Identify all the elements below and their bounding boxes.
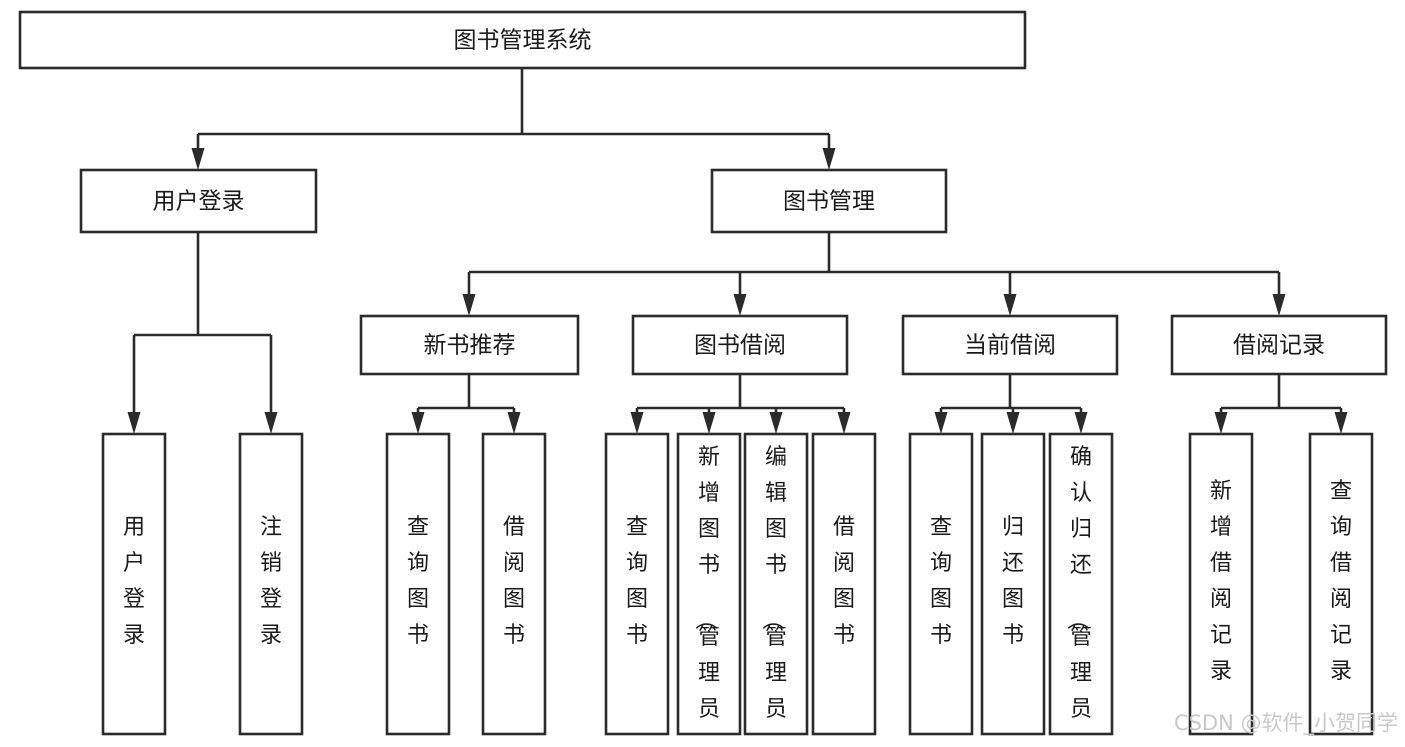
connector-user-login <box>127 232 278 434</box>
node-box-book-manage[interactable] <box>710 168 948 234</box>
node-box-current-borrow[interactable] <box>901 314 1119 376</box>
arrow-head-icon <box>702 412 716 434</box>
node-box-leaf-logout[interactable] <box>238 432 304 736</box>
node-label-user-login: 用户登录 <box>153 189 245 215</box>
node-box-leaf-add-record[interactable] <box>1188 432 1254 736</box>
node-label-current-borrow: 当前借阅 <box>964 333 1056 359</box>
node-box-user-login[interactable] <box>79 168 318 234</box>
node-leaf-borrow-book-rec[interactable]: 借阅图书 <box>481 432 547 736</box>
arrow-head-icon <box>1074 412 1088 434</box>
node-label-leaf-add-book: 新增图书（管理员） <box>692 445 720 747</box>
node-current-borrow[interactable]: 当前借阅 <box>901 314 1119 376</box>
node-label-leaf-borrow-book-rec: 借阅图书 <box>503 515 525 648</box>
node-box-root[interactable] <box>18 10 1027 70</box>
node-root[interactable]: 图书管理系统 <box>18 10 1027 70</box>
arrow-head-icon <box>837 412 851 434</box>
node-leaf-query-book-rec[interactable]: 查询图书 <box>385 432 451 736</box>
node-box-leaf-query-book-rec[interactable] <box>385 432 451 736</box>
node-box-book-borrow[interactable] <box>631 314 849 376</box>
arrow-head-icon <box>411 412 425 434</box>
node-label-leaf-return-book: 归还图书 <box>1002 515 1024 648</box>
node-label-leaf-query-book-rec: 查询图书 <box>407 515 429 648</box>
arrow-head-icon <box>1214 412 1228 434</box>
node-leaf-borrow-book[interactable]: 借阅图书 <box>811 432 877 736</box>
arrow-head-icon <box>1334 412 1348 434</box>
arrow-head-icon <box>1272 294 1286 316</box>
node-label-leaf-query-book-current: 查询图书 <box>930 515 952 648</box>
node-box-leaf-user-login[interactable] <box>101 432 167 736</box>
node-leaf-query-book-borrow[interactable]: 查询图书 <box>604 432 670 736</box>
node-label-leaf-logout: 注销登录 <box>260 515 282 648</box>
node-new-book-recommend[interactable]: 新书推荐 <box>359 314 580 376</box>
arrow-head-icon <box>1003 294 1017 316</box>
arrow-head-icon <box>630 412 644 434</box>
csdn-watermark: CSDN @软件_小贺同学 <box>1174 711 1398 736</box>
node-leaf-logout[interactable]: 注销登录 <box>238 432 304 736</box>
arrow-head-icon <box>507 412 521 434</box>
node-label-new-book-recommend: 新书推荐 <box>424 333 516 359</box>
connector-borrow-record <box>1214 374 1348 434</box>
node-label-leaf-add-record: 新增借阅记录 <box>1210 479 1232 684</box>
node-label-leaf-query-record: 查询借阅记录 <box>1330 479 1352 684</box>
node-leaf-return-book[interactable]: 归还图书 <box>980 432 1046 736</box>
arrow-head-icon <box>462 294 476 316</box>
node-box-leaf-query-book-borrow[interactable] <box>604 432 670 736</box>
node-box-leaf-edit-book[interactable] <box>743 432 809 736</box>
arrow-head-icon <box>191 148 205 170</box>
arrow-head-icon <box>1006 412 1020 434</box>
node-box-leaf-return-book[interactable] <box>980 432 1046 736</box>
node-user-login[interactable]: 用户登录 <box>79 168 318 234</box>
node-box-borrow-record[interactable] <box>1170 314 1388 376</box>
arrow-head-icon <box>127 412 141 434</box>
node-label-leaf-borrow-book: 借阅图书 <box>833 515 855 648</box>
node-label-leaf-confirm-return: 确认归还（管理员） <box>1064 445 1092 747</box>
node-box-leaf-add-book[interactable] <box>676 432 742 736</box>
arrow-head-icon <box>264 412 278 434</box>
connector-current-borrow <box>934 374 1088 434</box>
node-borrow-record[interactable]: 借阅记录 <box>1170 314 1388 376</box>
node-label-book-borrow: 图书借阅 <box>694 333 786 359</box>
node-label-leaf-query-book-borrow: 查询图书 <box>626 515 648 648</box>
node-book-manage[interactable]: 图书管理 <box>710 168 948 234</box>
node-box-leaf-query-book-current[interactable] <box>908 432 974 736</box>
node-layer: 图书管理系统用户登录图书管理新书推荐图书借阅当前借阅借阅记录用户登录注销登录查询… <box>18 10 1388 747</box>
node-label-leaf-edit-book: 编辑图书（管理员） <box>759 445 787 747</box>
node-box-leaf-query-record[interactable] <box>1308 432 1374 736</box>
node-leaf-add-record[interactable]: 新增借阅记录 <box>1188 432 1254 736</box>
connector-new-book-recommend <box>411 374 521 434</box>
arrow-head-icon <box>769 412 783 434</box>
arrow-head-icon <box>733 294 747 316</box>
node-label-root: 图书管理系统 <box>454 28 592 54</box>
node-label-leaf-user-login: 用户登录 <box>123 515 145 648</box>
node-leaf-confirm-return[interactable]: 确认归还（管理员） <box>1048 432 1114 747</box>
node-box-new-book-recommend[interactable] <box>359 314 580 376</box>
node-leaf-query-book-current[interactable]: 查询图书 <box>908 432 974 736</box>
connector-layer <box>127 68 1348 434</box>
arrow-head-icon <box>934 412 948 434</box>
node-leaf-edit-book[interactable]: 编辑图书（管理员） <box>743 432 809 747</box>
node-leaf-query-record[interactable]: 查询借阅记录 <box>1308 432 1374 736</box>
node-label-borrow-record: 借阅记录 <box>1233 333 1325 359</box>
node-leaf-user-login[interactable]: 用户登录 <box>101 432 167 736</box>
connector-root <box>191 68 836 170</box>
node-box-leaf-confirm-return[interactable] <box>1048 432 1114 736</box>
node-book-borrow[interactable]: 图书借阅 <box>631 314 849 376</box>
connector-book-borrow <box>630 374 851 434</box>
node-leaf-add-book[interactable]: 新增图书（管理员） <box>676 432 742 747</box>
node-box-leaf-borrow-book-rec[interactable] <box>481 432 547 736</box>
arrow-head-icon <box>822 148 836 170</box>
node-box-leaf-borrow-book[interactable] <box>811 432 877 736</box>
node-label-book-manage: 图书管理 <box>783 189 875 215</box>
connector-book-manage <box>462 232 1286 316</box>
